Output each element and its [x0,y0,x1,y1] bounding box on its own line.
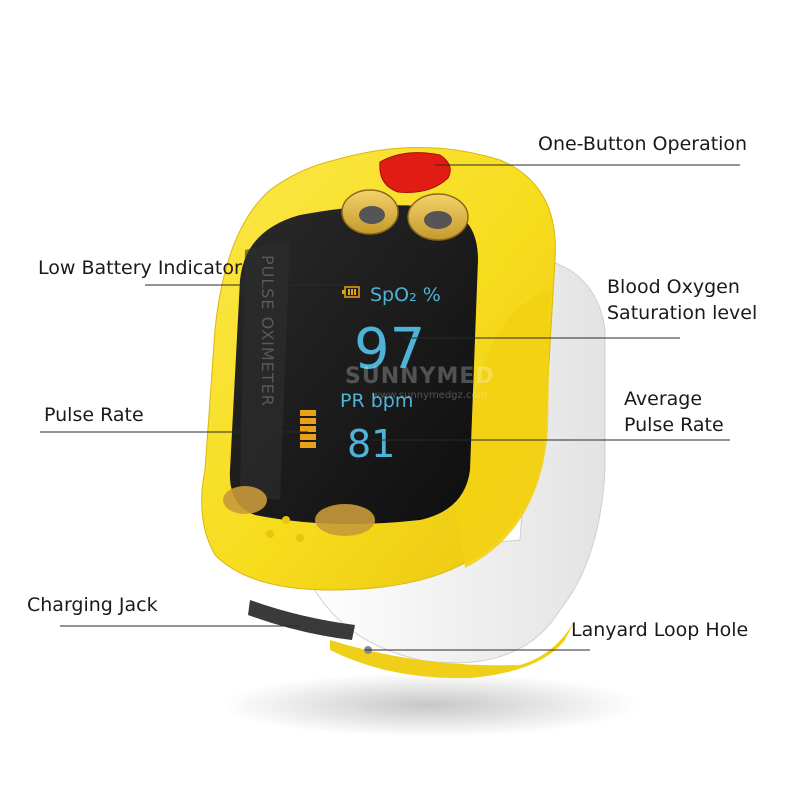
device-side-text: PULSE OXIMETER [258,255,277,407]
watermark-logo: SUNNYMED [345,364,495,389]
callout-charging-jack: Charging Jack [27,594,158,616]
battery-icon [342,286,360,298]
pr-value: 81 [347,422,395,466]
right-pupil [424,211,452,229]
callout-pulse-rate: Pulse Rate [44,404,144,426]
charging-jack [248,600,355,640]
screen-reflection [240,240,290,500]
callout-blood-oxygen: Blood Oxygen [607,276,740,298]
shell-dot [282,516,290,524]
spo2-value: 97 [354,317,425,382]
left-foot [223,486,267,514]
callout-lanyard-loop-hole: Lanyard Loop Hole [571,619,749,641]
yellow-side-wing [455,290,550,568]
left-pupil [359,206,385,224]
yellow-bottom-rim [330,620,575,679]
callout-average: Average [624,388,703,410]
callout-low-battery-indicator: Low Battery Indicator [38,257,242,279]
callout-average-pulse-rate: Pulse Rate [624,414,724,436]
pr-label: PR bpm [340,390,413,412]
power-button[interactable] [379,152,451,193]
shell-dot [296,534,304,542]
watermark-url: www.sunnymedgz.com [372,390,487,401]
shell-dot [266,530,274,538]
right-foot [315,504,375,536]
callout-saturation-level: Saturation level [607,302,758,324]
spo2-label: SpO₂ % [370,284,441,306]
callout-one-button-operation: One-Button Operation [538,133,748,155]
pulse-bar-graph [300,410,316,448]
floor-shadow [220,673,640,737]
